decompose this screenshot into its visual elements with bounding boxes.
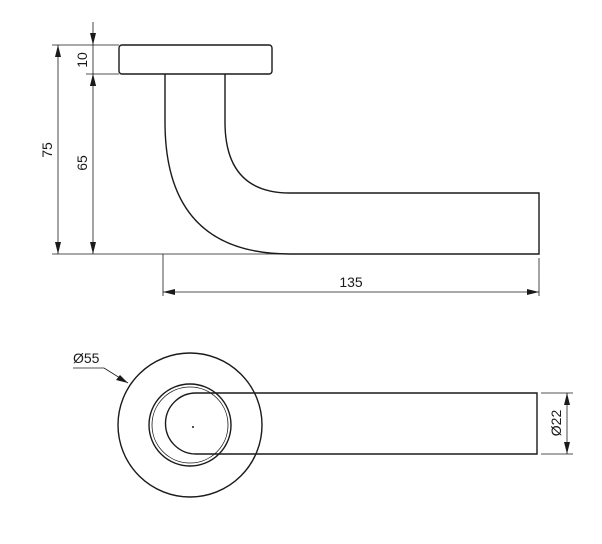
dim-arrow-75-top (55, 45, 61, 57)
dim-arrow-10-top (90, 33, 96, 45)
top-view: Ø55 Ø22 (73, 350, 573, 498)
rose-inner-ring (148, 383, 232, 467)
dim-label-135: 135 (339, 274, 363, 290)
dim-label-10: 10 (74, 52, 90, 68)
rose-inner-ring-2 (151, 386, 229, 464)
leader-arrow-55 (116, 375, 128, 383)
center-mark (192, 426, 194, 428)
lever-top-outline (164, 392, 538, 455)
dim-arrow-22-top (564, 393, 570, 405)
dim-label-diameter-22: Ø22 (548, 410, 564, 437)
dim-label-65: 65 (74, 155, 90, 171)
dim-arrow-75-bottom (55, 242, 61, 254)
dim-arrow-10-bottom (90, 74, 96, 86)
dim-arrow-65-bottom (90, 242, 96, 254)
rose-plate (118, 44, 273, 75)
lever-outline (164, 74, 540, 255)
dim-label-diameter-55: Ø55 (73, 350, 100, 366)
dim-label-75: 75 (39, 142, 55, 158)
rose-outer-circle (117, 352, 263, 498)
side-view: 75 65 10 135 (39, 22, 540, 296)
dim-arrow-135-right (527, 289, 539, 295)
dim-arrow-135-left (163, 289, 175, 295)
dim-arrow-22-bottom (564, 442, 570, 454)
